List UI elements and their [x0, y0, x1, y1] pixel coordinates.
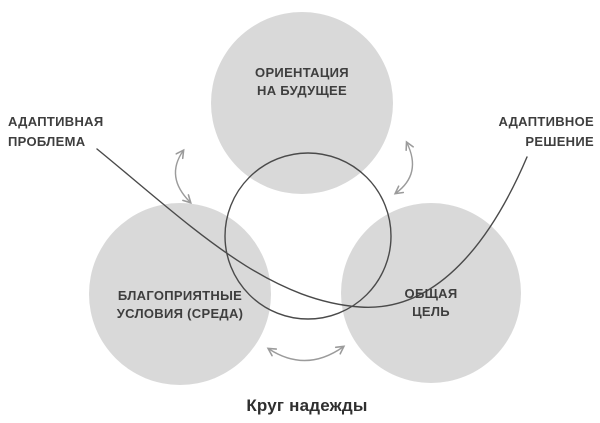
label-adaptive-solution: АДАПТИВНОЕ РЕШЕНИЕ	[498, 114, 594, 149]
circle-label-favorable-conditions: БЛАГОПРИЯТНЫЕ УСЛОВИЯ (СРЕДА)	[116, 287, 244, 321]
diagram-caption: Круг надежды	[246, 396, 368, 415]
label-adaptive-problem: АДАПТИВНАЯ ПРОБЛЕМА	[8, 114, 104, 149]
circle-label-common-goal: ОБЩАЯ ЦЕЛЬ	[404, 285, 458, 319]
circle-label-future-orientation: ОРИЕНТАЦИЯ НА БУДУЩЕЕ	[255, 64, 349, 98]
cycle-arrow-top-right-icon	[393, 140, 414, 195]
circle-future-orientation	[211, 12, 393, 194]
center-ring	[224, 152, 392, 320]
cycle-arrow-bottom-icon	[266, 345, 346, 362]
flow-curve-problem-to-solution	[96, 148, 528, 308]
cycle-arrow-top-left-icon	[174, 148, 192, 204]
circle-common-goal	[341, 203, 521, 383]
